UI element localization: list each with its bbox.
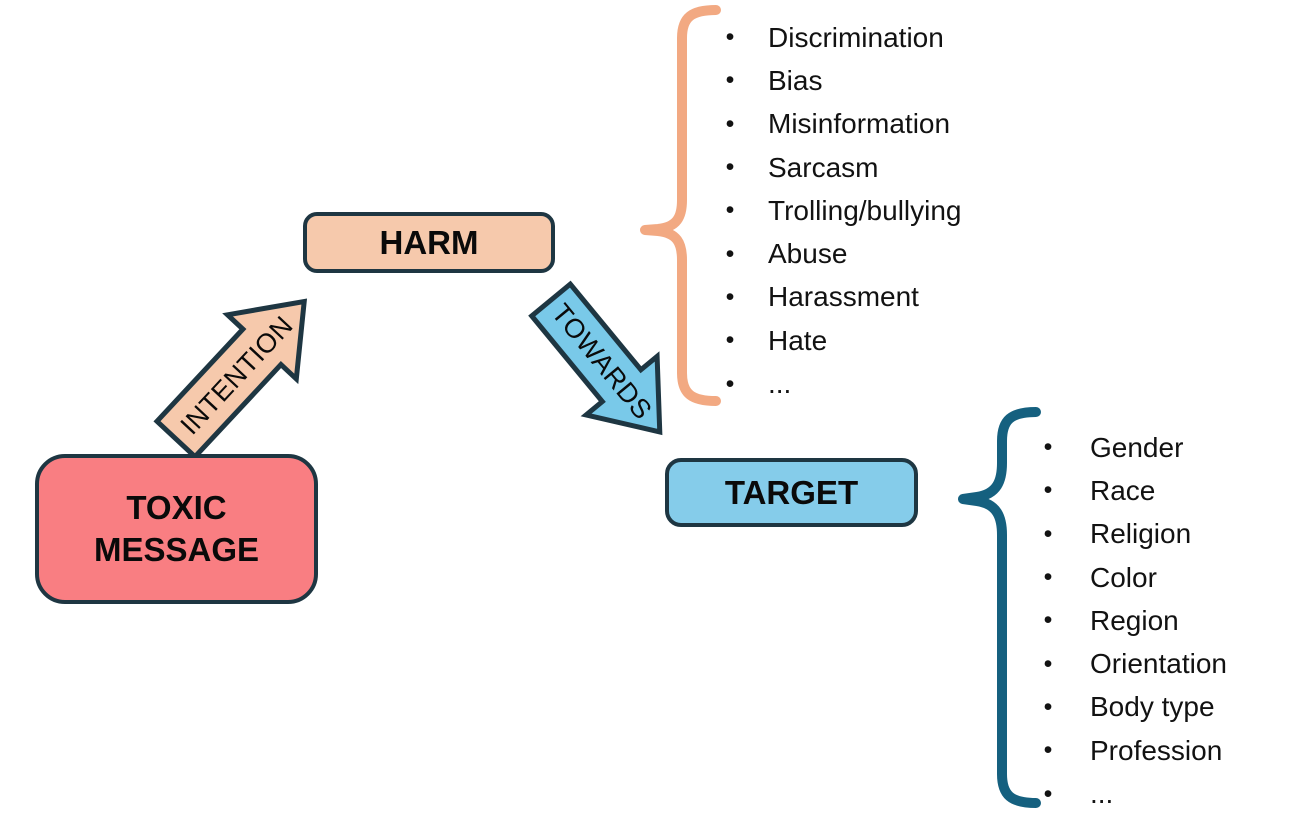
bullet-icon: • [1043, 606, 1053, 635]
list-item-label: Misinformation [768, 108, 951, 140]
list-item-label: Discrimination [768, 21, 944, 53]
bullet-icon: • [725, 239, 735, 268]
intention-arrow-shape [153, 298, 308, 461]
target-label: TARGET [724, 473, 859, 511]
target-node: TARGET [665, 458, 918, 527]
list-item: • Profession [1030, 729, 1227, 772]
towards-arrow-shape [528, 280, 663, 436]
intention-arrow-label: INTENTION [175, 310, 299, 440]
target-brace-icon [958, 407, 1041, 808]
list-item-label: Body type [1090, 691, 1215, 723]
bullet-icon: • [725, 326, 735, 355]
toxic-message-label-line2: MESSAGE [93, 531, 260, 568]
list-item-label: Trolling/bullying [768, 194, 962, 226]
bullet-icon: • [725, 66, 735, 95]
bullet-icon: • [1043, 433, 1053, 462]
bullet-icon: • [1043, 692, 1053, 721]
bullet-icon: • [1043, 563, 1053, 592]
list-item: • Bias [712, 59, 962, 102]
list-item-label: Hate [768, 324, 828, 356]
list-item: •... [712, 362, 962, 405]
list-item-label: Bias [768, 64, 823, 96]
bullet-icon: • [725, 153, 735, 182]
intention-arrow: INTENTION [153, 298, 308, 461]
target-attributes-list: • Gender • Race • Religion • Color • Region • Orien… [1030, 426, 1227, 816]
list-item: • Sarcasm [712, 146, 962, 189]
list-item-label: Gender [1090, 431, 1184, 463]
list-item-label: Harassment [768, 281, 919, 313]
list-item: • Discrimination [712, 16, 962, 59]
list-item-label: Color [1090, 561, 1157, 593]
toxic-message-node: TOXIC MESSAGE [35, 454, 318, 604]
list-item: • Body type [1030, 686, 1227, 729]
list-item-label: Profession [1090, 734, 1223, 766]
bullet-icon: • [725, 196, 735, 225]
list-item-label: Abuse [768, 238, 848, 270]
bullet-icon: • [725, 282, 735, 311]
list-item: • Region [1030, 599, 1227, 642]
list-item: • Gender [1030, 426, 1227, 469]
bullet-icon: • [1043, 779, 1053, 808]
list-item: • Hate [712, 319, 962, 362]
list-item: •... [1030, 772, 1227, 815]
harm-label: HARM [379, 223, 479, 261]
bullet-icon: • [1043, 649, 1053, 678]
towards-arrow: TOWARDS [528, 280, 663, 436]
list-item: • Race [1030, 469, 1227, 512]
toxic-message-label-line1: TOXIC [126, 488, 227, 526]
list-item: • Religion [1030, 513, 1227, 556]
bullet-icon: • [1043, 519, 1053, 548]
list-item-label: Race [1090, 474, 1156, 506]
bullet-icon: • [1043, 736, 1053, 765]
list-item: • Abuse [712, 232, 962, 275]
list-item-label: ... [768, 368, 792, 400]
list-item-label: Sarcasm [768, 151, 879, 183]
list-item-label: Region [1090, 604, 1179, 636]
list-item: • Misinformation [712, 103, 962, 146]
harm-node: HARM [303, 212, 555, 273]
bullet-icon: • [1043, 476, 1053, 505]
bullet-icon: • [725, 23, 735, 52]
bullet-icon: • [725, 369, 735, 398]
bullet-icon: • [725, 109, 735, 138]
list-item: • Trolling/bullying [712, 189, 962, 232]
list-item-label: Orientation [1090, 648, 1227, 680]
harm-brace-icon [640, 5, 721, 406]
harm-types-list: • Discrimination • Bias • Misinformation • Sarc… [712, 16, 962, 406]
list-item-label: Religion [1090, 518, 1192, 550]
list-item: • Orientation [1030, 642, 1227, 685]
list-item: • Harassment [712, 276, 962, 319]
list-item: • Color [1030, 556, 1227, 599]
list-item-label: ... [1090, 778, 1114, 810]
